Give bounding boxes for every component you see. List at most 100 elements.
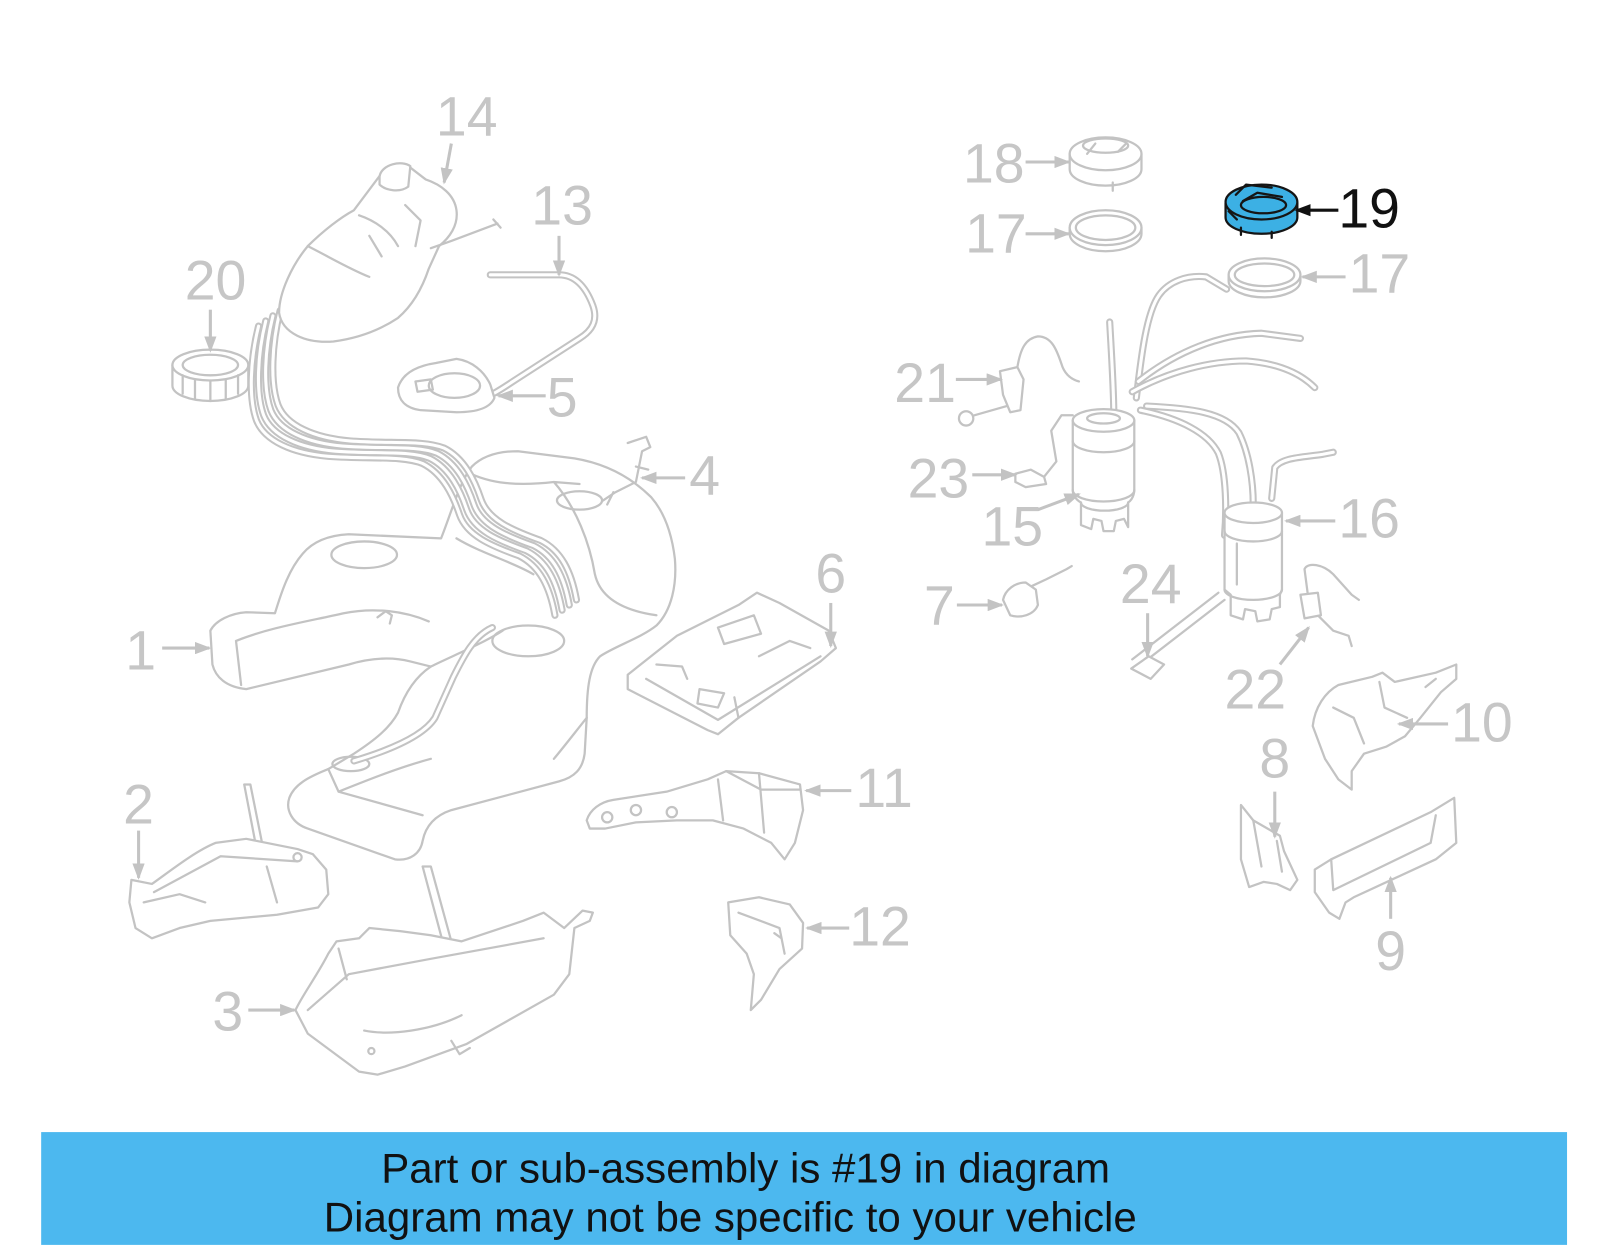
filler-neck-details [306, 203, 502, 278]
part-4-bracket [601, 435, 652, 506]
fuel-pump-16-bands [1223, 530, 1284, 601]
fuel-tank-outline [209, 450, 677, 861]
seal-upper-inner [1074, 214, 1137, 242]
shield-10-details [1332, 677, 1437, 745]
part-12-bracket [727, 896, 805, 1012]
callout-17-lower-label: 17 [1349, 242, 1411, 304]
pump-bracket-23-arm [1042, 414, 1074, 478]
callout-20-label: 20 [185, 249, 247, 311]
shield-2-details [142, 855, 299, 904]
bracket-11-details [716, 770, 802, 834]
leader-22-arrow [1278, 625, 1310, 666]
sender-7-body [1001, 581, 1040, 618]
sensor-ring-21 [957, 410, 975, 427]
part-18-sender-plate [1068, 136, 1143, 192]
shield-3-details [306, 937, 545, 1056]
part-5-cover [396, 357, 496, 414]
shield-3-hole [367, 1046, 376, 1056]
leader-15-arrow [1037, 492, 1081, 512]
callout-12-label: 12 [849, 895, 911, 957]
bracket-11-hole-1 [600, 811, 614, 824]
bracket-11-outline [585, 770, 805, 861]
fuel-pump-16-top [1223, 501, 1284, 525]
pump-bracket-23 [1014, 468, 1048, 489]
part-8-bracket [1239, 803, 1299, 892]
filler-cap [378, 162, 412, 192]
leader-14-arrow [440, 143, 453, 185]
bracket-4-shape [601, 435, 652, 506]
rail-9-details [1330, 814, 1437, 892]
part-16-fuel-pump [1223, 501, 1284, 623]
sensor-wire-21 [973, 335, 1081, 417]
sensor-bracket-21 [998, 365, 1025, 414]
part-11-bracket [585, 770, 805, 861]
callout-18-label: 18 [963, 133, 1025, 195]
fuel-pump-cap [1085, 412, 1122, 425]
part-17-seal-lower [1227, 257, 1302, 299]
shield-10-outline [1311, 663, 1458, 791]
fuel-pump-16-body [1223, 511, 1284, 623]
callout-11-label: 11 [855, 757, 912, 819]
seal-lower-inner [1233, 262, 1296, 288]
part-3-underbody-shield [294, 865, 594, 1076]
callout-14-label: 14 [436, 85, 498, 147]
part-2-shield [128, 783, 330, 940]
callout-24-label: 24 [1120, 553, 1182, 615]
heat-shield-details [645, 614, 822, 721]
callout-7-label: 7 [924, 575, 955, 637]
banner-disclaimer: Diagram may not be specific to your vehi… [324, 1194, 1137, 1241]
callout-8-label: 8 [1259, 727, 1290, 789]
callout-9-label: 9 [1375, 920, 1406, 982]
banner-part-notice: Part or sub-assembly is #19 in diagram [381, 1144, 1110, 1191]
callout-4-label: 4 [689, 444, 720, 506]
part-10-shield [1311, 663, 1458, 791]
cover-outline [396, 357, 496, 414]
callout-22-label: 22 [1225, 659, 1287, 721]
strap-bracket [1130, 655, 1166, 680]
callout-5-label: 5 [547, 366, 578, 428]
lock-ring-notches [181, 374, 240, 403]
sender-plate-ring [1081, 137, 1130, 154]
part-1-fuel-tank [209, 450, 677, 861]
part-20-lock-ring [171, 348, 250, 403]
callout-21-label: 21 [894, 352, 956, 414]
shield-3-rod [421, 865, 453, 945]
callout-labels: 14 13 20 5 4 1 6 2 11 12 3 18 17 19 17 2… [123, 85, 1513, 1042]
shield-2-outline [128, 837, 330, 940]
part-7-sender-unit [1001, 564, 1073, 618]
part-19-highlighted-lock-ring [1224, 183, 1299, 240]
bracket-8-outline [1239, 803, 1299, 892]
tank-port-lower [331, 755, 371, 773]
bracket-11-hole-3 [665, 805, 679, 819]
part-23-pump-bracket [1014, 414, 1074, 489]
callout-23-label: 23 [908, 447, 970, 509]
highlight-ring-details [1227, 183, 1284, 240]
leader-arrows [132, 143, 1449, 1017]
callout-2-label: 2 [123, 773, 154, 835]
part-15-fuel-pump [1071, 408, 1136, 533]
bracket-8-details [1252, 819, 1284, 873]
filler-neck-body [277, 162, 458, 343]
highlight-ring-inner [1239, 195, 1288, 215]
shield-2-hole [292, 852, 303, 863]
tank-opening-left [330, 540, 399, 570]
callout-17-upper-label: 17 [965, 202, 1027, 264]
callout-19-label: 19 [1338, 178, 1400, 240]
pump-fuel-lines [1110, 276, 1334, 535]
fuel-pump-body [1071, 419, 1136, 533]
bracket-12-details [737, 911, 786, 955]
callout-10-label: 10 [1451, 691, 1513, 753]
part-21-sensor-bracket [957, 335, 1081, 427]
sensor-22-wire [1303, 563, 1360, 648]
part-17-seal-upper [1068, 209, 1143, 253]
bracket-12-outline [727, 896, 805, 1012]
shield-3-outline [294, 909, 594, 1076]
part-9-rail [1313, 796, 1458, 920]
callout-6-label: 6 [815, 543, 846, 605]
info-banner: Part or sub-assembly is #19 in diagram D… [41, 1132, 1568, 1245]
callout-16-label: 16 [1338, 487, 1400, 549]
tank-opening-right [491, 624, 566, 658]
callout-15-label: 15 [981, 496, 1043, 558]
lock-ring-inner [181, 353, 240, 377]
